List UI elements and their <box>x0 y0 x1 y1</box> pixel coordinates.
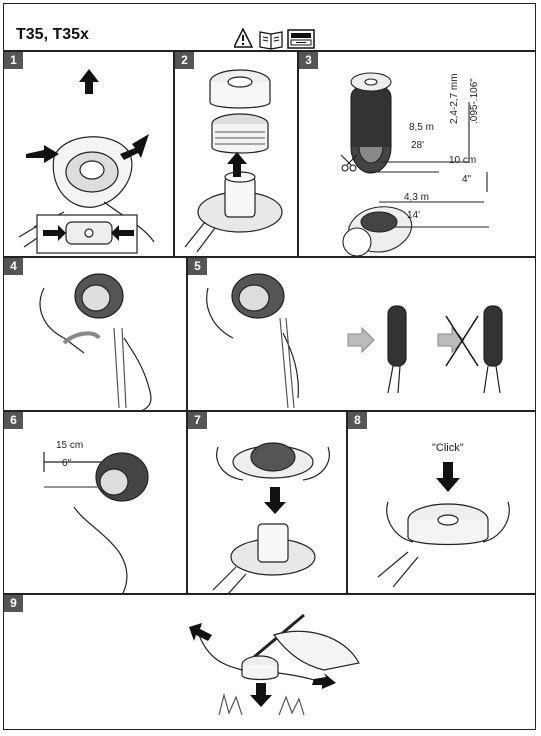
step-9-panel: 9 <box>3 594 536 730</box>
step-number: 7 <box>188 412 207 429</box>
step-7-panel: 7 <box>187 411 347 594</box>
step-1-panel: 1 <box>3 51 174 257</box>
header-icon-group <box>234 28 315 50</box>
battery-charger-icon <box>287 29 315 49</box>
step-number: 6 <box>4 412 23 429</box>
step-number: 3 <box>299 52 318 69</box>
up-arrow-icon <box>227 152 247 177</box>
half-length-m: 4,3 m <box>404 192 430 203</box>
step-4-panel: 4 <box>3 257 187 411</box>
down-arrow-icon <box>436 462 460 492</box>
small-arrow-right-icon <box>111 225 134 241</box>
press-arrow-right-icon <box>120 134 149 160</box>
arrow-right-icon <box>437 326 465 354</box>
step-9-illustration <box>189 613 360 716</box>
step-number: 9 <box>4 595 23 612</box>
step-4-illustration <box>39 273 152 410</box>
spool-length-ft: 28' <box>411 140 425 151</box>
step-5-illustration <box>206 273 503 409</box>
rotate-arrow-icon <box>62 331 101 345</box>
down-arrow-icon <box>264 487 286 514</box>
step-1-illustration <box>18 69 155 254</box>
step-5-panel: 5 <box>187 257 536 411</box>
line-diameter-in: .095-.106" <box>469 78 480 124</box>
click-sound-label: "Click" <box>432 442 464 454</box>
up-arrow-icon <box>79 69 99 94</box>
step-2-panel: 2 <box>174 51 298 257</box>
step-number: 5 <box>188 258 207 275</box>
tip-length-cm: 10 cm <box>449 155 477 166</box>
manual-header: T35, T35x <box>3 3 536 51</box>
manual-book-icon <box>259 31 283 50</box>
line-diameter-mm: 2,4-2,7 mm <box>449 73 460 124</box>
tip-length-in: 4" <box>462 174 472 185</box>
press-arrow-left-icon <box>26 145 59 163</box>
step-6-illustration <box>43 452 149 593</box>
model-title: T35, T35x <box>16 26 89 43</box>
step-8-illustration <box>377 462 510 588</box>
step-6-panel: 6 15 cm 6" <box>3 411 187 594</box>
header-icons <box>234 28 324 50</box>
step-2-illustration <box>184 69 283 253</box>
half-length-ft: 14' <box>407 210 421 221</box>
line-length-in: 6" <box>62 458 72 469</box>
cross-out-icon <box>445 315 479 367</box>
step-number: 2 <box>175 52 194 69</box>
arrow-upleft-icon <box>189 623 212 641</box>
step-number: 1 <box>4 52 23 69</box>
scissors-icon <box>340 154 358 172</box>
arrow-right-icon <box>347 326 375 354</box>
step-3-panel: 3 2,4-2,7 mm .095-.106" 8,5 m 28' 10 cm … <box>298 51 536 257</box>
step-3-illustration <box>340 72 489 256</box>
line-length-cm: 15 cm <box>56 440 84 451</box>
small-arrow-left-icon <box>43 225 66 241</box>
step-number: 4 <box>4 258 23 275</box>
spool-length-m: 8,5 m <box>409 122 435 133</box>
down-arrow-icon <box>250 683 272 707</box>
step-8-panel: 8 "Click" <box>347 411 536 594</box>
warning-icon <box>234 28 254 48</box>
step-7-illustration <box>212 442 330 593</box>
step-number: 8 <box>348 412 367 429</box>
arrow-right-icon <box>312 673 336 689</box>
